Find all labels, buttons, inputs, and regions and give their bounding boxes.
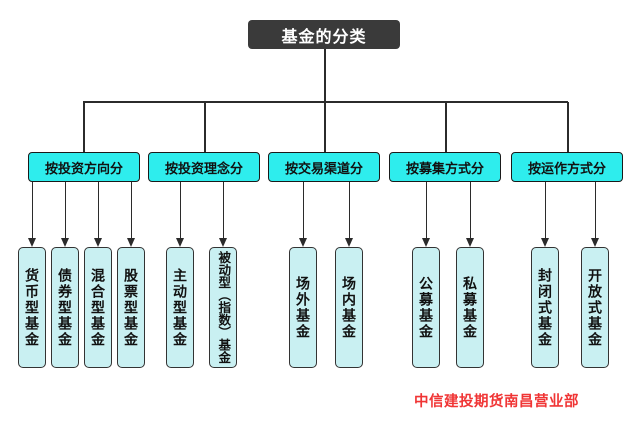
category-label: 按投资方向分 — [44, 160, 123, 176]
leaf-label: 公募基金 — [418, 275, 434, 340]
arrow-down-icon — [298, 182, 308, 247]
connector-drop-1 — [83, 102, 85, 152]
leaf-label: 主动型基金 — [172, 267, 188, 348]
category-node-investment-direction: 按投资方向分 — [28, 152, 140, 182]
category-label: 按募集方式分 — [405, 160, 484, 176]
leaf-label: 场外基金 — [295, 275, 311, 340]
branch-watermark-caption: 中信建投期货南昌营业部 — [414, 394, 579, 410]
leaf-node-passive-index-fund: 被动型（指数）基金 — [209, 247, 237, 368]
leaf-label: 股票型基金 — [123, 267, 139, 348]
arrow-down-icon — [175, 182, 185, 247]
leaf-label: 私募基金 — [462, 275, 478, 340]
arrow-down-icon — [590, 182, 600, 247]
arrow-down-icon — [126, 182, 136, 247]
arrow-down-icon — [93, 182, 103, 247]
leaf-label: 开放式基金 — [587, 267, 603, 348]
arrow-down-icon — [27, 182, 37, 247]
connector-drop-3 — [324, 102, 326, 152]
leaf-label: 封闭式基金 — [537, 267, 553, 348]
category-node-operation-mode: 按运作方式分 — [511, 152, 623, 182]
leaf-node-bond-fund: 债券型基金 — [51, 247, 79, 368]
category-label: 按交易渠道分 — [284, 160, 363, 176]
leaf-label: 债券型基金 — [57, 267, 73, 348]
category-node-investment-philosophy: 按投资理念分 — [148, 152, 260, 182]
connector-drop-4 — [445, 102, 447, 152]
leaf-label: 混合型基金 — [90, 267, 106, 348]
connector-drop-5 — [567, 102, 569, 152]
category-label: 按运作方式分 — [527, 160, 606, 176]
connector-horizontal-bar — [83, 101, 568, 103]
leaf-node-private-fund: 私募基金 — [456, 247, 484, 368]
leaf-node-money-fund: 货币型基金 — [18, 247, 46, 368]
arrow-down-icon — [421, 182, 431, 247]
root-node-label: 基金的分类 — [281, 28, 367, 46]
root-node-fund-classification: 基金的分类 — [248, 20, 400, 49]
leaf-label: 场内基金 — [341, 275, 357, 340]
arrow-down-icon — [344, 182, 354, 247]
arrow-down-icon — [465, 182, 475, 247]
leaf-node-otc-fund: 场外基金 — [289, 247, 317, 368]
leaf-label: 被动型（指数）基金 — [216, 251, 231, 364]
connector-trunk — [324, 49, 326, 102]
leaf-node-public-fund: 公募基金 — [412, 247, 440, 368]
leaf-node-closed-end-fund: 封闭式基金 — [531, 247, 559, 368]
leaf-label: 货币型基金 — [24, 267, 40, 348]
leaf-node-active-fund: 主动型基金 — [166, 247, 194, 368]
leaf-node-open-end-fund: 开放式基金 — [581, 247, 609, 368]
leaf-node-stock-fund: 股票型基金 — [117, 247, 145, 368]
arrow-down-icon — [218, 182, 228, 247]
category-node-trading-channel: 按交易渠道分 — [268, 152, 380, 182]
category-node-fundraising-method: 按募集方式分 — [389, 152, 501, 182]
arrow-down-icon — [540, 182, 550, 247]
leaf-node-exchange-fund: 场内基金 — [335, 247, 363, 368]
category-label: 按投资理念分 — [164, 160, 243, 176]
leaf-node-hybrid-fund: 混合型基金 — [84, 247, 112, 368]
arrow-down-icon — [60, 182, 70, 247]
connector-drop-2 — [204, 102, 206, 152]
